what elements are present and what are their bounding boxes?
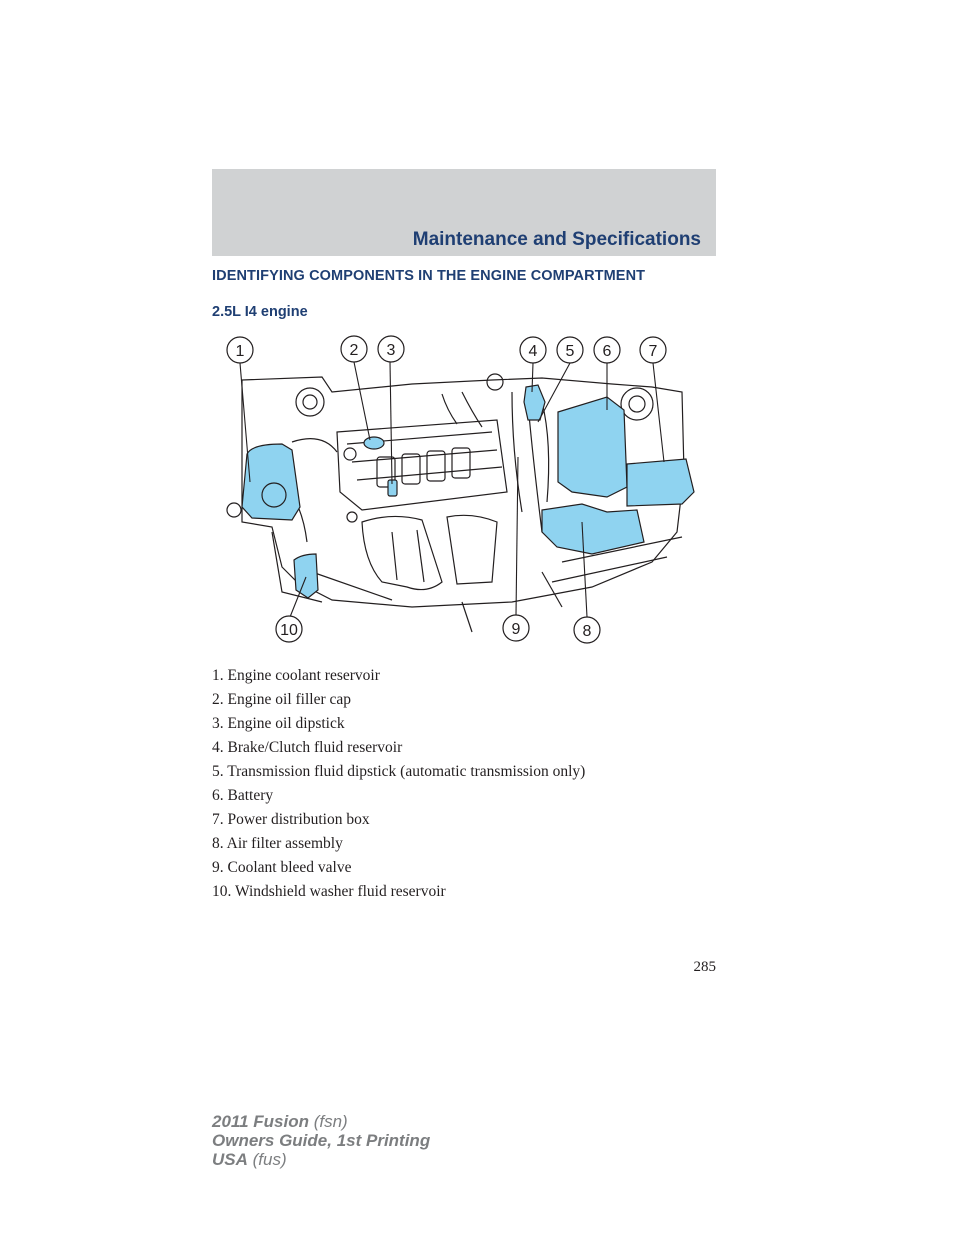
legend-item: 5. Transmission fluid dipstick (automati… <box>212 763 586 780</box>
component-legend: 1. Engine coolant reservoir 2. Engine oi… <box>212 664 585 904</box>
battery-shape <box>557 396 628 498</box>
callout-9: 9 <box>502 614 530 642</box>
callout-7: 7 <box>639 336 667 364</box>
svg-text:5: 5 <box>566 343 575 360</box>
section-title: Maintenance and Specifications <box>412 229 701 250</box>
highlighted-components <box>241 384 695 599</box>
footer-market-code: (fus) <box>247 1150 287 1169</box>
legend-item: 8. Air filter assembly <box>212 835 343 852</box>
legend-item: 9. Coolant bleed valve <box>212 859 352 876</box>
washer-reservoir-shape <box>293 553 319 599</box>
footer-market: USA <box>212 1150 248 1169</box>
svg-text:4: 4 <box>529 343 538 360</box>
callout-5: 5 <box>556 336 584 364</box>
power-distribution-box-shape <box>626 458 695 507</box>
legend-item: 7. Power distribution box <box>212 811 370 828</box>
svg-text:10: 10 <box>280 622 298 639</box>
engine-illustration: 1 2 3 4 5 6 7 8 9 10 <box>226 335 695 644</box>
svg-text:6: 6 <box>603 343 612 360</box>
coolant-cap-shape <box>261 482 287 508</box>
legend-item: 10. Windshield washer fluid reservoir <box>212 883 446 900</box>
brake-reservoir-shape <box>523 384 546 421</box>
section-heading: IDENTIFYING COMPONENTS IN THE ENGINE COM… <box>212 268 646 284</box>
section-header-band: Maintenance and Specifications <box>212 169 716 256</box>
footer-line-3: USA (fus) <box>212 1150 430 1169</box>
document-footer: 2011 Fusion (fsn) Owners Guide, 1st Prin… <box>212 1112 430 1169</box>
legend-item: 2. Engine oil filler cap <box>212 691 352 708</box>
svg-text:1: 1 <box>236 343 245 360</box>
callout-2: 2 <box>340 335 368 363</box>
callout-6: 6 <box>593 336 621 364</box>
engine-subheading: 2.5L I4 engine <box>212 304 308 320</box>
legend-item: 3. Engine oil dipstick <box>212 715 345 732</box>
legend-item: 4. Brake/Clutch fluid reservoir <box>212 739 403 756</box>
oil-dipstick-shape <box>387 479 398 497</box>
callout-8: 8 <box>573 616 601 644</box>
callout-4: 4 <box>519 336 547 364</box>
footer-model-code: (fsn) <box>309 1112 348 1131</box>
svg-text:9: 9 <box>512 621 521 638</box>
coolant-reservoir-shape <box>241 443 301 521</box>
footer-line-1: 2011 Fusion (fsn) <box>212 1112 430 1131</box>
legend-item: 1. Engine coolant reservoir <box>212 667 380 684</box>
page-number: 285 <box>693 959 717 975</box>
svg-text:3: 3 <box>387 342 396 359</box>
svg-text:8: 8 <box>583 623 592 640</box>
oil-filler-cap-shape <box>363 436 385 450</box>
svg-text:7: 7 <box>649 343 658 360</box>
callout-3: 3 <box>377 335 405 363</box>
footer-line-2: Owners Guide, 1st Printing <box>212 1131 431 1150</box>
callout-10: 10 <box>275 615 303 643</box>
legend-item: 6. Battery <box>212 787 274 804</box>
callout-1: 1 <box>226 336 254 364</box>
engine-compartment-diagram: 1 2 3 4 5 6 7 8 9 10 <box>212 332 712 652</box>
air-filter-shape <box>541 503 645 555</box>
callouts: 1 2 3 4 5 6 7 8 9 10 <box>226 335 667 644</box>
leader-lines <box>239 361 665 618</box>
svg-text:2: 2 <box>350 342 359 359</box>
footer-model: 2011 Fusion <box>212 1112 309 1131</box>
